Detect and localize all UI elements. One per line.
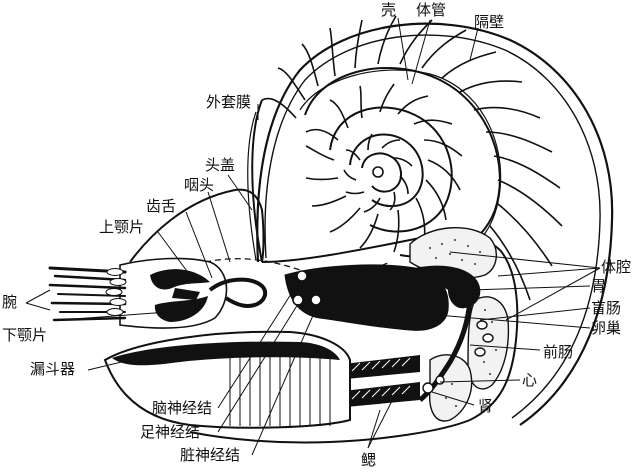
label-upper-jaw: 上颚片 xyxy=(99,218,145,236)
stipple-dots xyxy=(429,239,497,407)
shell-outline xyxy=(256,22,614,426)
jaw-beak xyxy=(150,269,210,322)
arm-sheaths xyxy=(105,268,127,316)
label-lower-jaw: 下颚片 xyxy=(2,326,48,344)
label-stomach: 胃 xyxy=(591,277,607,295)
heart-kidney xyxy=(422,320,494,394)
label-siphuncle: 体管 xyxy=(416,1,447,19)
label-body-cavity: 体腔 xyxy=(601,258,632,276)
inner-whorl xyxy=(304,67,501,258)
label-cerebral-ganglion: 脑神经结 xyxy=(152,399,213,417)
label-septum: 隔壁 xyxy=(474,13,505,31)
label-funnel: 漏斗器 xyxy=(30,360,76,378)
label-radula: 齿舌 xyxy=(146,197,177,215)
label-ovary: 卵巢 xyxy=(591,319,622,337)
leader-lines xyxy=(25,17,601,456)
label-gills: 鳃 xyxy=(361,451,377,469)
label-visceral-ganglion: 脏神经结 xyxy=(180,446,241,464)
label-kidney: 肾 xyxy=(478,397,494,415)
gills xyxy=(335,355,420,408)
body-cavity-regions xyxy=(409,227,510,422)
label-foregut: 前肠 xyxy=(543,343,574,361)
septa xyxy=(261,15,563,301)
funnel-black xyxy=(112,341,340,366)
label-shell: 壳 xyxy=(381,1,397,19)
label-caecum: 盲肠 xyxy=(591,299,622,317)
label-heart: 心 xyxy=(522,371,538,389)
label-pedal-ganglion: 足神经结 xyxy=(140,423,201,441)
label-hood: 头盖 xyxy=(205,156,236,174)
stomach-black xyxy=(284,264,449,331)
radula-curve xyxy=(208,277,268,309)
stomach-tail xyxy=(415,265,481,309)
label-pharynx: 咽头 xyxy=(184,176,215,194)
ganglia xyxy=(292,270,322,306)
label-outer-mantle: 外套膜 xyxy=(206,93,252,111)
siphuncle-tube xyxy=(299,69,502,256)
hood xyxy=(129,188,265,263)
label-arms: 腕 xyxy=(2,293,18,311)
